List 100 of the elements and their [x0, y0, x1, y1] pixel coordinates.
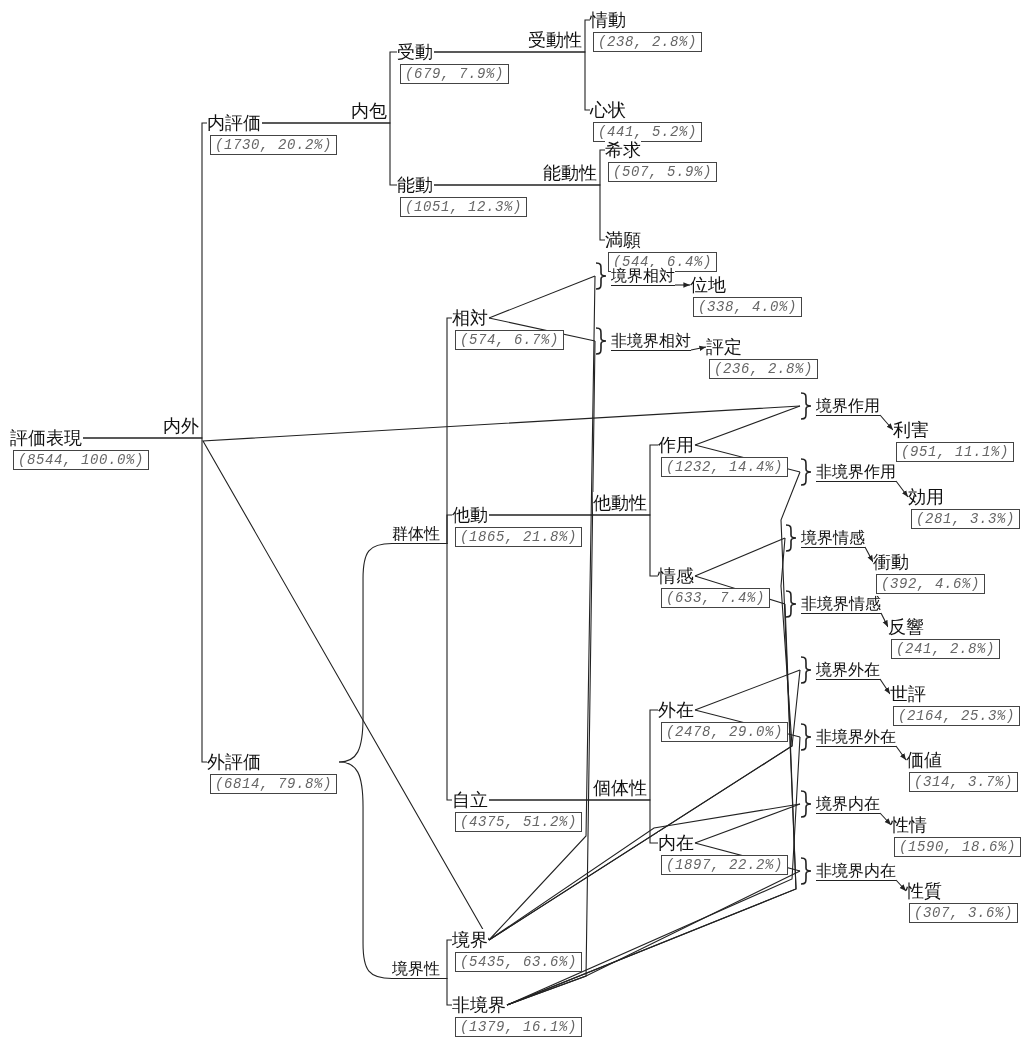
arrow [674, 282, 691, 288]
term-label: 情動 [590, 9, 626, 31]
connector-line [488, 275, 596, 319]
count-box: (1730, 20.2%) [210, 135, 338, 155]
term-label: 効用 [908, 486, 944, 508]
connector-line [694, 405, 801, 446]
count-box: (2478, 29.0%) [661, 722, 789, 742]
edge-label: 個体性 [593, 777, 647, 799]
arrow [879, 414, 894, 431]
term-label: 非境界 [452, 994, 506, 1016]
count-box: (633, 7.4%) [661, 588, 770, 608]
class-label: 境界情感 [801, 528, 865, 548]
term-label: 衝動 [873, 551, 909, 573]
class-label: 境界内在 [816, 794, 880, 814]
term-label: 評定 [706, 336, 742, 358]
term-label: 自立 [452, 789, 488, 811]
term-label: 評価表現 [10, 427, 82, 449]
count-box: (4375, 51.2%) [455, 812, 583, 832]
connector-line [433, 51, 591, 111]
count-box: (1232, 14.4%) [661, 457, 789, 477]
term-label: 他動 [452, 504, 488, 526]
arrow [879, 812, 892, 826]
count-box: (441, 5.2%) [593, 122, 702, 142]
connector-line [694, 803, 801, 844]
class-label: 境界作用 [816, 396, 880, 416]
term-label: 外在 [658, 699, 694, 721]
connector-line [694, 537, 786, 577]
term-label: 位地 [690, 274, 726, 296]
count-box: (1051, 12.3%) [400, 197, 528, 217]
class-label: 非境界外在 [816, 727, 896, 747]
count-box: (951, 11.1%) [896, 442, 1015, 462]
arrow [895, 745, 907, 761]
connector-line [694, 669, 801, 711]
term-label: 受動 [397, 41, 433, 63]
connector-line [433, 184, 606, 241]
edge-label: 内外 [163, 415, 199, 437]
term-label: 作用 [658, 434, 694, 456]
count-box: (1865, 21.8%) [455, 527, 583, 547]
term-label: 相対 [452, 307, 488, 329]
count-box: (238, 2.8%) [593, 32, 702, 52]
connector-line [488, 799, 659, 844]
count-box: (314, 3.7%) [909, 772, 1018, 792]
count-box: (392, 4.6%) [876, 574, 985, 594]
arrow [864, 546, 874, 563]
term-label: 能動 [397, 174, 433, 196]
term-label: 境界 [452, 929, 488, 951]
class-label: 非境界内在 [816, 861, 896, 881]
term-label: 反響 [888, 616, 924, 638]
edge-label: 内包 [351, 100, 387, 122]
edge-label: 受動性 [528, 29, 582, 51]
term-label: 利害 [893, 419, 929, 441]
class-label: 非境界情感 [801, 594, 881, 614]
class-label: 非境界相対 [611, 331, 691, 351]
count-box: (507, 5.9%) [608, 162, 717, 182]
class-label: 境界外在 [816, 660, 880, 680]
arrow [895, 879, 907, 892]
class-label: 非境界作用 [816, 462, 896, 482]
connector-line [439, 542, 453, 801]
term-label: 心状 [590, 99, 626, 121]
term-label: 性情 [891, 814, 927, 836]
term-label: 性質 [906, 880, 942, 902]
term-label: 内在 [658, 832, 694, 854]
count-box: (1897, 22.2%) [661, 855, 789, 875]
count-box: (6814, 79.8%) [210, 774, 338, 794]
connector-line [488, 275, 596, 941]
count-box: (307, 3.6%) [909, 903, 1018, 923]
term-label: 価値 [906, 749, 942, 771]
arrow [895, 480, 909, 498]
connector-line [82, 437, 208, 763]
count-box: (241, 2.8%) [891, 639, 1000, 659]
term-label: 満願 [605, 229, 641, 251]
connector-line [506, 870, 801, 1006]
count-box: (236, 2.8%) [709, 359, 818, 379]
count-box: (679, 7.9%) [400, 64, 509, 84]
arrow [879, 678, 891, 695]
arrow [880, 612, 889, 628]
count-box: (8544, 100.0%) [13, 450, 150, 470]
term-label: 希求 [605, 139, 641, 161]
brace-connector [338, 761, 393, 980]
term-label: 情感 [658, 565, 694, 587]
edge-label: 能動性 [543, 162, 597, 184]
count-box: (2164, 25.3%) [893, 706, 1021, 726]
term-label: 外評価 [207, 751, 261, 773]
connector-line [488, 803, 801, 941]
count-box: (1590, 18.6%) [894, 837, 1022, 857]
count-box: (5435, 63.6%) [455, 952, 583, 972]
count-box: (574, 6.7%) [455, 330, 564, 350]
count-box: (1379, 16.1%) [455, 1017, 583, 1037]
count-box: (338, 4.0%) [693, 297, 802, 317]
connector-line [488, 514, 659, 577]
term-label: 内評価 [207, 112, 261, 134]
connector-line [261, 122, 398, 186]
term-label: 世評 [890, 683, 926, 705]
brace-connector [338, 542, 393, 763]
feature-label: 群体性 [392, 525, 440, 544]
feature-label: 境界性 [392, 960, 440, 979]
connector-line [439, 977, 453, 1006]
edge-label: 他動性 [593, 492, 647, 514]
arrow [690, 345, 707, 351]
count-box: (281, 3.3%) [911, 509, 1020, 529]
